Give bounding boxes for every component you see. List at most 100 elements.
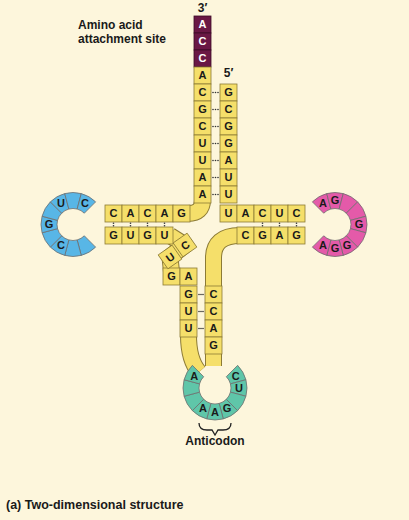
nucleotide-wrap: C bbox=[194, 50, 211, 67]
nucleotide-cell bbox=[194, 67, 211, 84]
end-label-wrap: 5′ bbox=[208, 66, 249, 80]
nucleotide-letter: C bbox=[178, 237, 191, 251]
nucleotide-cell bbox=[173, 205, 190, 222]
nucleotide-cell bbox=[173, 233, 197, 257]
nucleotide-wrap: G bbox=[139, 227, 156, 244]
nucleotide-wrap: U bbox=[180, 320, 197, 337]
pair-dot bbox=[217, 160, 219, 162]
nucleotide-letter: C bbox=[110, 207, 118, 219]
pair-dot bbox=[212, 92, 214, 94]
nucleotide-wrap: C bbox=[205, 303, 222, 320]
pair-dot bbox=[198, 328, 200, 330]
nucleotide-wrap: A bbox=[220, 152, 237, 169]
nucleotide-letter: A bbox=[211, 406, 219, 418]
nucleotide-wrap: C bbox=[53, 237, 70, 254]
nucleotide-cell bbox=[254, 205, 271, 222]
pair-dot bbox=[217, 109, 219, 111]
nucleotide-wrap: A bbox=[194, 16, 211, 33]
nucleotide-cells bbox=[105, 16, 305, 354]
nucleotide-wrap: C bbox=[220, 101, 237, 118]
nucleotide-wrap: A bbox=[194, 67, 211, 84]
nucleotide-letter: G bbox=[355, 218, 364, 230]
nucleotide-letter: U bbox=[127, 229, 135, 241]
nucleotide-cell bbox=[205, 337, 222, 354]
pair-dot bbox=[215, 160, 217, 162]
nucleotide-letter: U bbox=[185, 322, 193, 334]
nucleotide-letter: G bbox=[209, 339, 218, 351]
nucleotide-wrap: U bbox=[180, 303, 197, 320]
nucleotide-cell bbox=[194, 101, 211, 118]
pair-dot bbox=[262, 225, 264, 227]
nucleotide-cell bbox=[194, 152, 211, 169]
anticodon-label: Anticodon bbox=[185, 434, 244, 448]
attachment-cell bbox=[194, 33, 211, 50]
backbone-band bbox=[214, 236, 241, 293]
nucleotide-wrap: G bbox=[41, 216, 58, 233]
nucleotide-letter: G bbox=[258, 229, 267, 241]
nucleotide-wrap: C bbox=[139, 205, 156, 222]
nucleotide-letter: G bbox=[109, 229, 118, 241]
nucleotide-wrap: G bbox=[163, 268, 180, 285]
pair-dot bbox=[212, 194, 214, 196]
nucleotide-wrap: C bbox=[205, 286, 222, 303]
nucleotide-cell bbox=[220, 152, 237, 169]
nucleotide-letter: U bbox=[199, 137, 207, 149]
pair-dot bbox=[113, 225, 115, 227]
nucleotide-letter: G bbox=[331, 194, 340, 206]
pair-dot bbox=[212, 109, 214, 111]
nucleotide-cell bbox=[122, 227, 139, 244]
nucleotide-cell bbox=[105, 227, 122, 244]
nucleotide-cell bbox=[205, 320, 222, 337]
pair-dot bbox=[215, 143, 217, 145]
site-label: Amino acid attachment site bbox=[78, 18, 166, 46]
pair-dot bbox=[215, 194, 217, 196]
nucleotide-letter: A bbox=[199, 188, 207, 200]
pair-dot bbox=[212, 126, 214, 128]
nucleotide-letter: C bbox=[259, 207, 267, 219]
pair-dot bbox=[217, 194, 219, 196]
nucleotide-wrap: U bbox=[53, 195, 70, 212]
nucleotide-letter: C bbox=[293, 207, 301, 219]
nucleotide-letter: C bbox=[232, 370, 240, 382]
nucleotide-cell bbox=[194, 135, 211, 152]
nucleotide-letter: U bbox=[161, 229, 169, 241]
nucleotide-cell bbox=[237, 227, 254, 244]
pair-dot bbox=[198, 311, 200, 313]
pair-dot bbox=[198, 294, 200, 296]
pair-dot bbox=[147, 225, 149, 227]
nucleotide-wrap: A bbox=[205, 320, 222, 337]
anticodon-bracket bbox=[199, 423, 231, 435]
nucleotide-letter: A bbox=[161, 207, 169, 219]
pair-dot bbox=[212, 143, 214, 145]
nucleotide-wrap: U bbox=[122, 227, 139, 244]
nucleotide-letter: G bbox=[177, 207, 186, 219]
base-pair-dots bbox=[113, 92, 298, 330]
nucleotide-letter: C bbox=[81, 197, 89, 209]
nucleotide-letter: U bbox=[185, 305, 193, 317]
nucleotide-letter: G bbox=[143, 229, 152, 241]
nucleotide-cell bbox=[220, 186, 237, 203]
nucleotide-letter: G bbox=[292, 229, 301, 241]
pair-dot bbox=[113, 223, 115, 225]
nucleotide-letter: A bbox=[199, 171, 207, 183]
nucleotide-wrap: G bbox=[327, 240, 344, 257]
nucleotide-wrap: C bbox=[194, 33, 211, 50]
nucleotide-letter: G bbox=[167, 270, 176, 282]
anticodon-label-wrap: Anticodon bbox=[165, 434, 265, 448]
nucleotide-cell bbox=[163, 268, 180, 285]
nucleotide-letter: C bbox=[199, 35, 207, 47]
nucleotide-letter: C bbox=[199, 120, 207, 132]
nucleotide-cell bbox=[288, 227, 305, 244]
nucleotide-wrap: G bbox=[219, 400, 236, 417]
pair-dot bbox=[212, 177, 214, 179]
nucleotide-wrap: A bbox=[315, 195, 332, 212]
pair-dot bbox=[279, 225, 281, 227]
nucleotide-cell bbox=[156, 227, 173, 244]
end-label: 3′ bbox=[198, 1, 208, 15]
nucleotide-letter: A bbox=[319, 239, 327, 251]
nucleotide-wrap: A bbox=[315, 237, 332, 254]
loop-segment bbox=[312, 236, 330, 256]
nucleotide-cell bbox=[205, 286, 222, 303]
pair-dot bbox=[215, 126, 217, 128]
nucleotide-letter: C bbox=[225, 103, 233, 115]
